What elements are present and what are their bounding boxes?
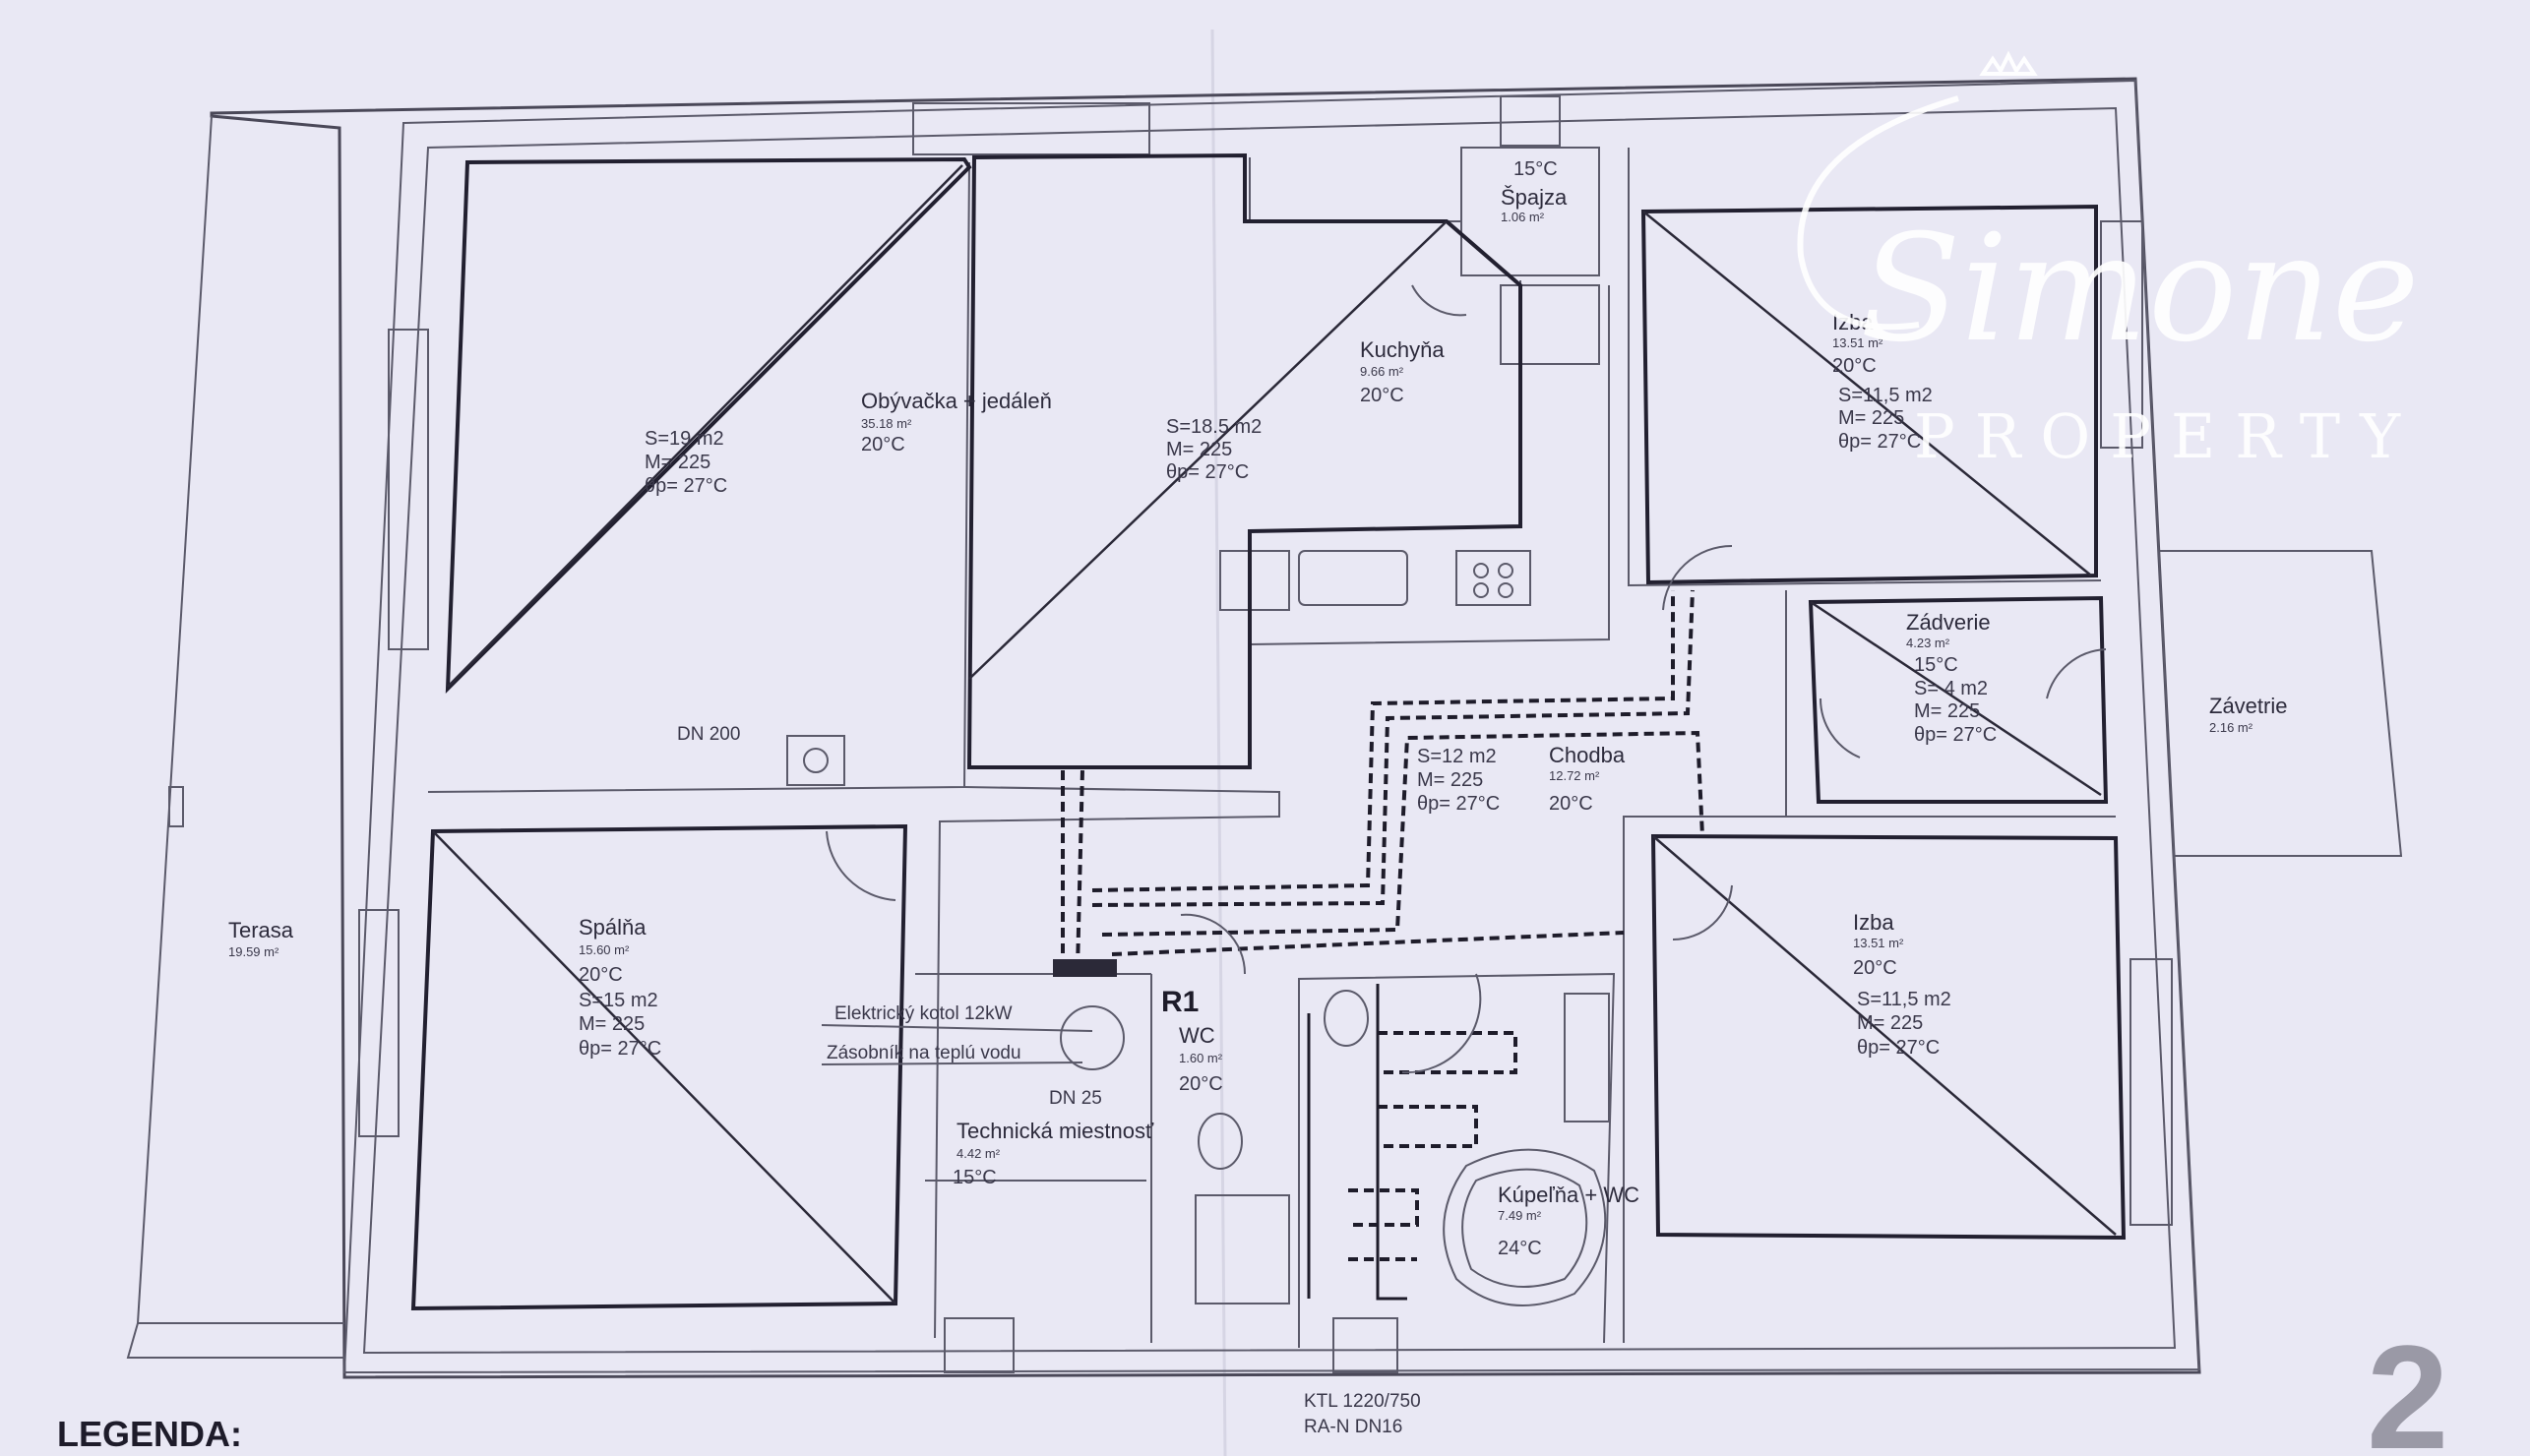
- room-name: Kuchyňa: [1360, 337, 1445, 362]
- room-area: 2.16 m²: [2209, 720, 2253, 735]
- room-area: 9.66 m²: [1360, 364, 1404, 379]
- heat-spec-line: M= 225: [645, 452, 710, 473]
- room-name: WC: [1179, 1023, 1215, 1048]
- heat-spec-line: θp= 27°C: [1857, 1037, 1940, 1059]
- heat-spec-line: S=12 m2: [1417, 746, 1497, 767]
- room-name: Spálňa: [579, 915, 647, 940]
- door-swings: [826, 284, 2107, 1074]
- room-technicka: Technická miestnosť 4.42 m² 15°C: [953, 1119, 1154, 1188]
- heat-spec-line: S=15 m2: [579, 990, 658, 1011]
- heat-spec-line: θp= 27°C: [1838, 431, 1921, 453]
- room-area: 4.23 m²: [1906, 636, 1950, 650]
- room-name: Zádverie: [1906, 610, 1991, 635]
- room-temp: 15°C: [953, 1167, 997, 1188]
- room-kupelna: Kúpeľňa + WC 7.49 m² 24°C: [1498, 1183, 1639, 1259]
- room-izba-top: Izba 13.51 m² 20°C S=11,5 m2 M= 225 θp= …: [1832, 310, 1933, 453]
- room-area: 4.42 m²: [956, 1146, 1001, 1161]
- room-temp: 20°C: [1549, 793, 1593, 815]
- room-spajza: 15°C Špajza 1.06 m²: [1501, 158, 1568, 224]
- valve-type-label: RA-N DN16: [1304, 1417, 1402, 1437]
- room-temp: 15°C: [1513, 158, 1558, 180]
- room-temp: 24°C: [1498, 1238, 1542, 1259]
- heat-spec-line: S= 4 m2: [1914, 678, 1988, 699]
- room-area: 13.51 m²: [1832, 335, 1883, 350]
- dn25-label: DN 25: [1049, 1088, 1102, 1109]
- room-temp: 20°C: [861, 434, 905, 455]
- heat-spec-line: θp= 27°C: [1914, 724, 1997, 746]
- simone-property-logo: Simone PROPERTY: [1797, 50, 2420, 472]
- room-chodba: Chodba 12.72 m² 20°C S=12 m2 M= 225 θp= …: [1417, 743, 1626, 815]
- room-name: Technická miestnosť: [956, 1119, 1154, 1143]
- room-wc: WC 1.60 m² 20°C: [1179, 1023, 1223, 1095]
- fixtures: [786, 550, 1610, 1306]
- technical-notes: DN 200 Elektrický kotol 12kW Zásobník na…: [677, 724, 1421, 1437]
- room-name: Závetrie: [2209, 694, 2287, 718]
- room-temp: 15°C: [1914, 654, 1958, 676]
- heat-spec-line: M= 225: [579, 1013, 645, 1035]
- distributor-r1-label: R1: [1161, 986, 1199, 1018]
- room-temp: 20°C: [1832, 355, 1877, 377]
- heat-spec-line: θp= 27°C: [645, 475, 727, 497]
- heating-panels: [410, 152, 2127, 1311]
- heat-spec-line: M= 225: [1166, 439, 1232, 460]
- windows: [168, 95, 2173, 1373]
- room-area: 12.72 m²: [1549, 768, 1600, 783]
- room-kuchyna: Kuchyňa 9.66 m² 20°C: [1360, 337, 1445, 406]
- room-name: Obývačka + jedáleň: [861, 389, 1052, 413]
- heating-pipes: [1053, 589, 1704, 1301]
- room-terasa: Terasa 19.59 m²: [228, 918, 294, 959]
- heat-spec-line: S=18.5 m2: [1166, 416, 1262, 438]
- room-area: 1.60 m²: [1179, 1051, 1223, 1065]
- heat-spec-line: θp= 27°C: [579, 1038, 661, 1060]
- swan-icon: [1797, 95, 1959, 331]
- room-name: Izba: [1853, 910, 1894, 935]
- room-name: Chodba: [1549, 743, 1626, 767]
- room-area: 19.59 m²: [228, 944, 279, 959]
- dn200-label: DN 200: [677, 724, 740, 745]
- building-outline: [126, 77, 2201, 1379]
- logo-wordmark: Simone: [1860, 204, 2420, 375]
- room-zavetrie: Závetrie 2.16 m²: [2209, 694, 2287, 735]
- legend-title: LEGENDA:: [57, 1414, 242, 1454]
- room-obyvacka: Obývačka + jedáleň 35.18 m² 20°C S=19 m2…: [645, 389, 1262, 497]
- heat-spec-line: M= 225: [1857, 1012, 1923, 1034]
- heat-spec-line: S=11,5 m2: [1838, 385, 1933, 406]
- heat-spec-line: M= 225: [1417, 769, 1483, 791]
- room-temp: 20°C: [1179, 1073, 1223, 1095]
- heat-spec-line: θp= 27°C: [1417, 793, 1500, 815]
- room-area: 35.18 m²: [861, 416, 912, 431]
- heat-spec-line: θp= 27°C: [1166, 461, 1249, 483]
- logo-subtitle: PROPERTY: [1914, 400, 2420, 472]
- room-name: Kúpeľňa + WC: [1498, 1183, 1639, 1207]
- heat-spec-line: M= 225: [1838, 407, 1904, 429]
- crown-icon: [1979, 50, 2038, 76]
- room-zadverie: Zádverie 4.23 m² 15°C S= 4 m2 M= 225 θp=…: [1906, 610, 1997, 746]
- room-temp: 20°C: [579, 964, 623, 986]
- room-area: 7.49 m²: [1498, 1208, 1542, 1223]
- room-temp: 20°C: [1360, 385, 1404, 406]
- room-izba-bottom: Izba 13.51 m² 20°C S=11,5 m2 M= 225 θp= …: [1853, 910, 1951, 1059]
- room-area: 13.51 m²: [1853, 936, 1904, 950]
- room-area: 15.60 m²: [579, 942, 630, 957]
- water-tank-label: Zásobník na teplú vodu: [827, 1043, 1021, 1063]
- heat-spec-line: M= 225: [1914, 700, 1980, 722]
- heat-spec-line: S=19 m2: [645, 428, 724, 450]
- room-name: Terasa: [228, 918, 294, 942]
- room-temp: 20°C: [1853, 957, 1897, 979]
- heat-spec-line: S=11,5 m2: [1857, 989, 1951, 1010]
- room-name: Špajza: [1501, 185, 1568, 210]
- room-spalna: Spálňa 15.60 m² 20°C S=15 m2 M= 225 θp= …: [579, 915, 661, 1060]
- page-number: 2: [2367, 1314, 2448, 1456]
- room-area: 1.06 m²: [1501, 210, 1545, 224]
- boiler-label: Elektrický kotol 12kW: [834, 1003, 1013, 1024]
- radiator-type-label: KTL 1220/750: [1304, 1391, 1421, 1412]
